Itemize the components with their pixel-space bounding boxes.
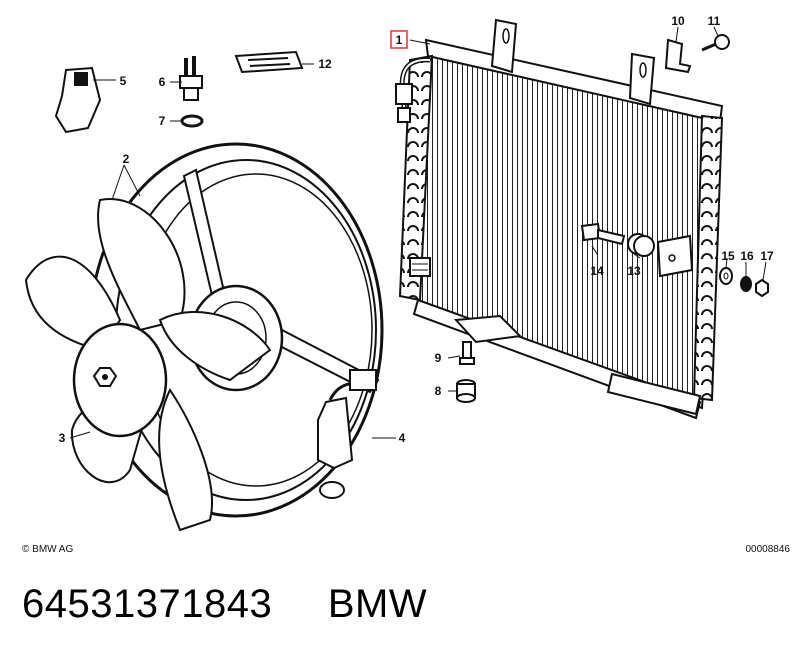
callout-1: 1 <box>396 33 403 47</box>
callout-4: 4 <box>399 431 406 445</box>
fan-connector-4 <box>317 369 377 499</box>
callout-8: 8 <box>435 384 442 398</box>
washer-16 <box>740 276 752 292</box>
part-number: 64531371843 <box>22 582 273 626</box>
temperature-switch-6 <box>179 56 203 101</box>
parts-diagram: 1 2 3 4 5 6 7 8 9 10 11 12 13 14 15 16 1… <box>22 14 791 555</box>
callout-13: 13 <box>627 264 641 278</box>
callout-11: 11 <box>708 14 721 28</box>
connector-5 <box>54 66 102 134</box>
callout-17: 17 <box>760 249 774 263</box>
fan-hub-3 <box>72 322 168 438</box>
label-plate-12 <box>234 50 304 74</box>
washer-15 <box>719 267 733 285</box>
leader-lines <box>69 26 767 439</box>
callout-2: 2 <box>123 152 130 166</box>
bushing-8 <box>456 379 476 403</box>
condenser-bracket-right <box>628 52 656 106</box>
callout-14: 14 <box>590 264 604 278</box>
callout-1-highlight <box>390 30 408 49</box>
callout-6: 6 <box>159 75 166 89</box>
nut-17 <box>755 278 769 298</box>
callout-3: 3 <box>59 431 66 445</box>
condenser <box>395 18 724 420</box>
stud-9 <box>459 341 475 365</box>
callout-10: 10 <box>671 14 685 28</box>
condenser-right-header <box>692 114 724 402</box>
condenser-bracket-left <box>490 18 518 74</box>
callout-12: 12 <box>318 57 332 71</box>
diagram-id: 00008846 <box>746 544 791 555</box>
bolt-14 <box>580 222 626 246</box>
callout-15: 15 <box>721 249 735 263</box>
callout-9: 9 <box>435 351 442 365</box>
callout-7: 7 <box>159 114 166 128</box>
seal-ring-7 <box>180 114 204 128</box>
bolt-10 <box>664 38 692 74</box>
part-footer: 64531371843 BMW <box>22 582 427 627</box>
copyright-text: © BMW AG <box>22 544 73 555</box>
callout-16: 16 <box>740 249 754 263</box>
screw-11 <box>701 34 730 52</box>
rubber-mount-13 <box>627 233 655 257</box>
callout-5: 5 <box>120 74 127 88</box>
brand-name: BMW <box>327 582 428 626</box>
